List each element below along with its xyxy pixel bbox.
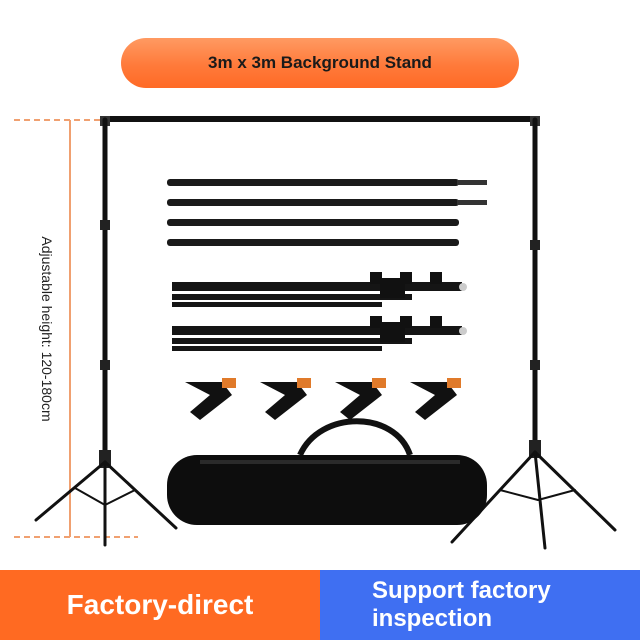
factory-direct-banner: Factory-direct: [0, 570, 320, 640]
left-light-stand: [34, 117, 178, 547]
product-title: 3m x 3m Background Stand: [121, 38, 519, 88]
crossbar-poles: [167, 179, 487, 246]
spring-clamp: [185, 378, 236, 420]
folded-tripod: [172, 272, 467, 307]
folded-tripod: [172, 316, 467, 351]
height-guide: [14, 119, 138, 538]
spring-clamp: [335, 378, 386, 420]
height-label: Adjustable height: 120-180cm: [39, 236, 55, 422]
carry-bag: [167, 418, 487, 525]
spring-clamp: [410, 378, 461, 420]
crossbar: [100, 116, 540, 126]
right-light-stand: [450, 117, 617, 550]
factory-inspection-banner: Support factory inspection: [320, 570, 640, 640]
spring-clamp: [260, 378, 311, 420]
